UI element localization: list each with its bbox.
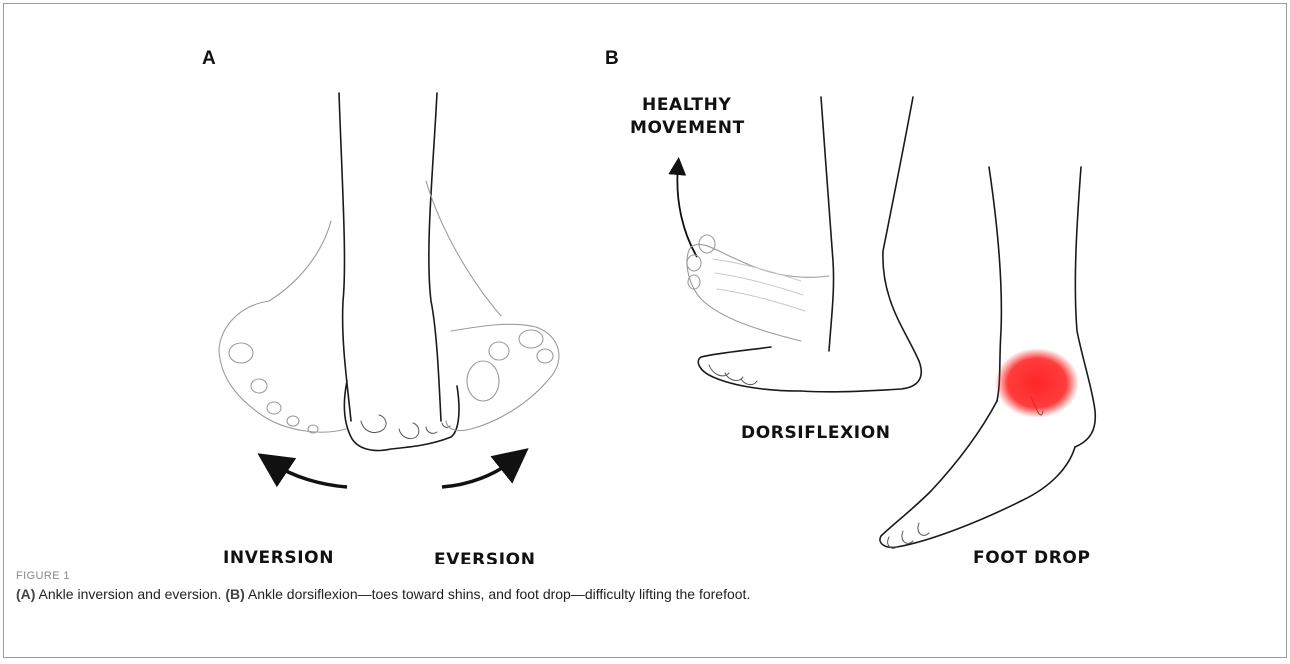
caption-part-a-text: Ankle inversion and eversion. <box>35 586 225 602</box>
panel-a-feet-drawing <box>219 93 559 487</box>
healthy-movement-label-line1: HEALTHY <box>642 95 731 115</box>
inflammation-spot <box>995 348 1079 418</box>
figure-frame: A B <box>3 3 1287 658</box>
caption-part-a-tag: (A) <box>16 586 35 602</box>
dorsiflexion-foot-drawing <box>687 97 921 392</box>
foot-drop-label: FOOT DROP <box>973 548 1091 564</box>
healthy-movement-label-line2: MOVEMENT <box>630 118 745 138</box>
caption-part-b-tag: (B) <box>225 586 244 602</box>
dorsiflexion-label: DORSIFLEXION <box>741 423 891 443</box>
caption-text: (A) Ankle inversion and eversion. (B) An… <box>16 586 1276 602</box>
foot-drop-drawing <box>880 167 1095 548</box>
upward-arrow-icon <box>677 166 697 257</box>
inversion-label: INVERSION <box>223 548 334 564</box>
figure-number: FIGURE 1 <box>16 570 1276 582</box>
caption-part-b-text: Ankle dorsiflexion—toes toward shins, an… <box>245 586 751 602</box>
figure-illustration: A B <box>4 4 1288 564</box>
eversion-label: EVERSION <box>434 550 536 564</box>
panel-b-letter: B <box>605 48 619 69</box>
figure-caption: FIGURE 1 (A) Ankle inversion and eversio… <box>16 570 1276 602</box>
panel-a-letter: A <box>202 48 216 69</box>
